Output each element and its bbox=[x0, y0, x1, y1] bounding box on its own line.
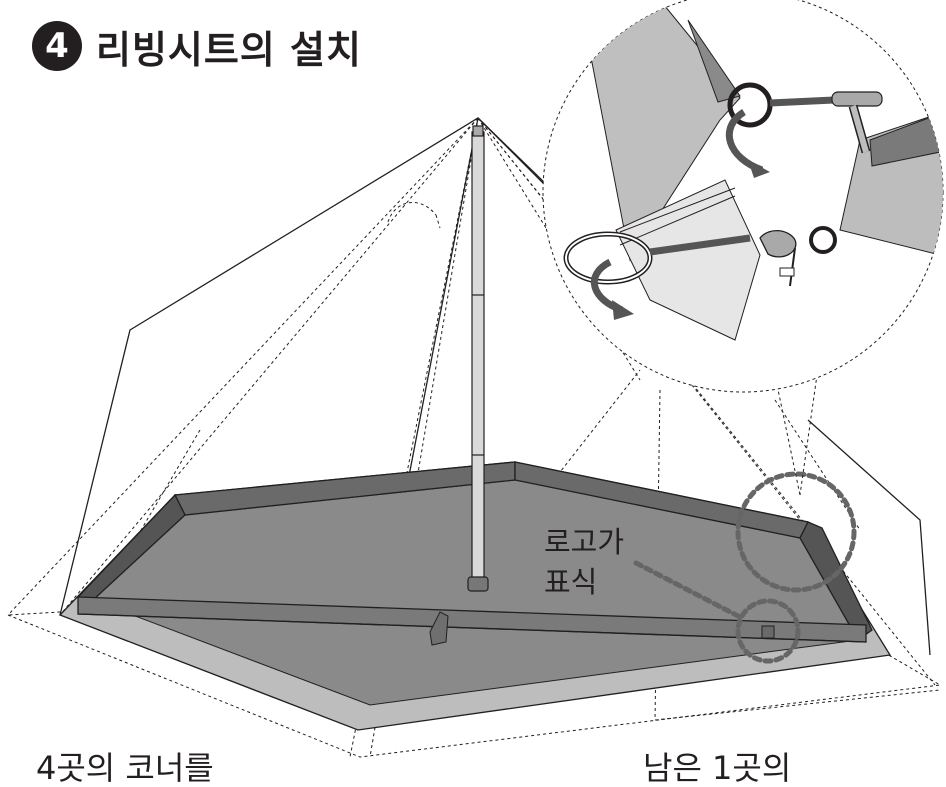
sheet-walls bbox=[76, 461, 873, 643]
logo-label-line-2: 표식 bbox=[544, 565, 598, 600]
caption-right: 남은 1곳의 bbox=[643, 749, 792, 787]
caption-left: 4곳의 코너를 bbox=[36, 749, 214, 787]
page-title: 리빙시트의 설치 bbox=[96, 27, 362, 72]
logo-label-line-1: 로고가 bbox=[544, 525, 625, 559]
ground-footprint bbox=[7, 611, 942, 758]
zoom-pointer bbox=[775, 367, 819, 496]
logo-mark bbox=[761, 625, 775, 639]
zoom-detail bbox=[542, 0, 944, 393]
sheet-corner-tab bbox=[429, 611, 449, 646]
center-pole bbox=[467, 125, 489, 592]
logo-mark-label: 로고가 표식 bbox=[544, 522, 624, 602]
step-number-badge: 4 bbox=[32, 21, 82, 71]
step-title: 4 리빙시트의 설치 bbox=[32, 16, 362, 76]
